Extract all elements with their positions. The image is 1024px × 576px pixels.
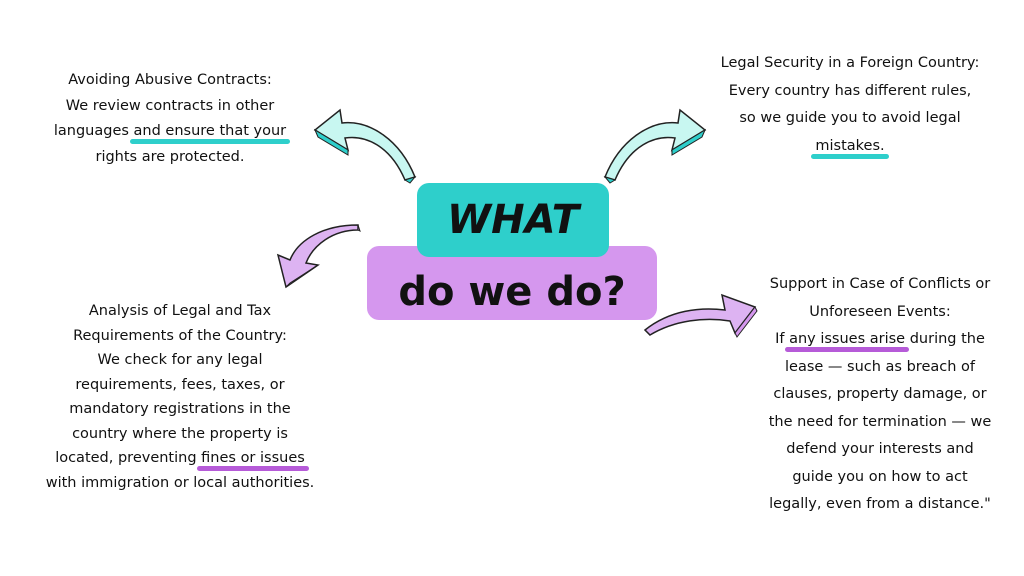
text-segment: clauses, property damage, or [773,386,987,402]
text-line: Unforeseen Events: [745,299,1015,327]
text-line: lease — such as breach of [745,354,1015,382]
text-line: mandatory registrations in the [20,397,340,422]
text-segment: country where the property is [72,425,288,442]
text-segment: located, preventing [55,450,202,466]
arrow-top-right-icon [603,108,707,184]
text-line: Avoiding Abusive Contracts: [20,68,320,94]
text-segment: the need for termination — we [768,413,992,430]
highlighted-text: and ensure that your [133,123,287,139]
text-segment: defend your interests and [786,441,974,457]
arrow-top-left-icon [313,108,417,184]
text-segment: If [775,331,790,347]
text-line: requirements, fees, taxes, or [20,373,340,398]
text-line: legally, even from a distance." [745,491,1015,519]
text-line: languages and ensure that your [20,119,320,145]
text-line: with immigration or local authorities. [20,471,340,496]
text-line: Legal Security in a Foreign Country: [690,50,1010,78]
highlighted-text: any issues arise [789,331,906,347]
text-line: located, preventing fines or issues [20,446,340,471]
title-do-we-do: do we do? [398,269,626,315]
text-line: clauses, property damage, or [745,381,1015,409]
arrow-bottom-left-icon [276,224,361,289]
text-segment: Support in Case of Conflicts or [769,276,991,292]
text-line: the need for termination — we [745,409,1015,437]
text-segment: rights are protected. [95,148,245,165]
text-segment: mandatory registrations in the [69,401,291,417]
text-segment: requirements, fees, taxes, or [75,376,285,393]
text-segment: Every country has different rules, [728,82,972,99]
text-line: so we guide you to avoid legal [690,105,1010,133]
text-segment: Legal Security in a Foreign Country: [720,55,980,71]
text-segment: legally, even from a distance." [769,496,991,512]
text-line: rights are protected. [20,145,320,171]
text-line: We review contracts in other [20,94,320,120]
text-segment: languages [53,123,134,139]
text-line: country where the property is [20,422,340,447]
text-line: Every country has different rules, [690,78,1010,106]
text-segment: guide you on how to act [792,468,968,485]
text-segment: We check for any legal [97,352,263,368]
text-segment: during the [905,331,985,347]
title-what: WHAT [446,197,579,243]
arrow-bottom-right-icon [643,293,758,338]
text-line: We check for any legal [20,348,340,373]
text-segment: Avoiding Abusive Contracts: [68,72,272,88]
text-segment: so we guide you to avoid legal [739,110,961,126]
title-what-box: WHAT [417,183,609,257]
text-line: Requirements of the Country: [20,324,340,349]
text-segment: Unforeseen Events: [809,303,951,320]
text-line: guide you on how to act [745,464,1015,492]
avoiding-abusive-contracts-text: Avoiding Abusive Contracts: We review con… [20,68,320,170]
text-segment: with immigration or local authorities. [45,474,315,491]
text-segment: Analysis of Legal and Tax [88,303,272,319]
text-segment: lease — such as breach of [785,358,975,375]
text-line: Analysis of Legal and Tax [20,299,340,324]
text-segment: Requirements of the Country: [73,327,287,344]
text-line: defend your interests and [745,436,1015,464]
text-segment: We review contracts in other [65,97,275,114]
text-line: If any issues arise during the [745,326,1015,354]
text-line: mistakes. [690,133,1010,161]
legal-security-text: Legal Security in a Foreign Country: Ever… [690,50,1010,160]
highlighted-text: fines or issues [201,450,305,466]
title-do-we-do-box: do we do? [367,246,657,320]
conflict-support-text: Support in Case of Conflicts or Unforesee… [745,271,1015,519]
highlighted-text: mistakes. [815,137,885,154]
text-line: Support in Case of Conflicts or [745,271,1015,299]
